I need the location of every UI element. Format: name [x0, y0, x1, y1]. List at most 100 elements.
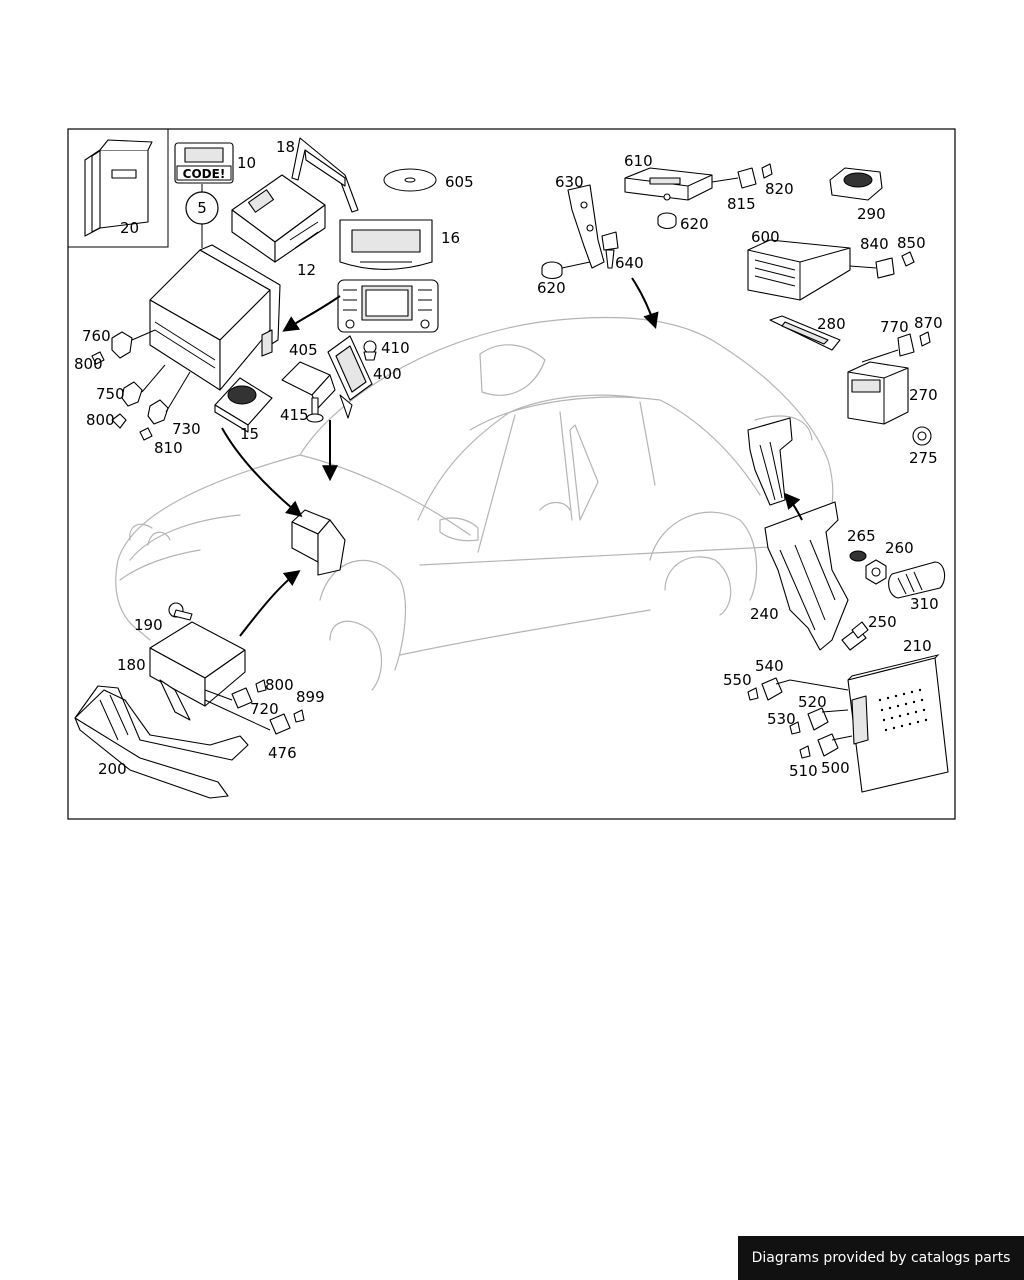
bracket-630	[567, 184, 605, 269]
drive-15	[214, 377, 273, 433]
connectors-left	[91, 329, 191, 441]
label-290: 290	[857, 205, 886, 223]
circle-marker-number: 5	[197, 199, 207, 217]
arrows	[221, 277, 803, 637]
control-unit-210	[847, 654, 949, 793]
label-540: 540	[755, 657, 784, 675]
label-400: 400	[373, 365, 402, 383]
label-750: 750	[96, 385, 125, 403]
screw-250	[841, 621, 869, 651]
radio-code-card: CODE!	[174, 142, 234, 184]
label-260: 260	[885, 539, 914, 557]
label-600: 600	[751, 228, 780, 246]
label-720: 720	[250, 700, 279, 718]
footer-credit: Diagrams provided by catalogs parts	[738, 1236, 1024, 1280]
cd-changer-600	[747, 239, 851, 301]
control-panel	[337, 279, 439, 333]
label-280: 280	[817, 315, 846, 333]
bracket-405	[281, 361, 336, 409]
label-265: 265	[847, 527, 876, 545]
diagram-frame	[67, 128, 956, 820]
label-476: 476	[268, 744, 297, 762]
label-800-c: 800	[265, 676, 294, 694]
label-520: 520	[798, 693, 827, 711]
nut-260	[865, 559, 887, 585]
label-10: 10	[237, 154, 256, 172]
screw-190	[168, 602, 193, 621]
label-12: 12	[297, 261, 316, 279]
label-530: 530	[767, 710, 796, 728]
module-270	[847, 361, 909, 425]
remote-280	[769, 315, 841, 351]
label-820: 820	[765, 180, 794, 198]
label-899: 899	[296, 688, 325, 706]
disc-605	[383, 168, 437, 192]
label-180: 180	[117, 656, 146, 674]
connectors-815-820	[711, 163, 773, 189]
label-850: 850	[897, 234, 926, 252]
label-840: 840	[860, 235, 889, 253]
label-800-b: 800	[86, 411, 115, 429]
nut-275	[912, 426, 932, 446]
trim-bezel-18	[291, 137, 359, 213]
label-250: 250	[868, 613, 897, 631]
label-405: 405	[289, 341, 318, 359]
label-800-a: 800	[74, 355, 103, 373]
label-500: 500	[821, 759, 850, 777]
head-unit-12	[231, 174, 326, 263]
label-730: 730	[172, 420, 201, 438]
module-400	[327, 335, 373, 419]
connectors-840-850	[849, 251, 915, 279]
connectors-720-476	[204, 679, 305, 735]
label-550: 550	[723, 671, 752, 689]
unit-180	[149, 621, 246, 721]
label-310: 310	[910, 595, 939, 613]
label-510: 510	[789, 762, 818, 780]
label-210: 210	[903, 637, 932, 655]
nut-620-left	[541, 261, 591, 280]
display-panel-16	[339, 219, 433, 271]
label-16: 16	[441, 229, 460, 247]
inset-box	[68, 129, 169, 248]
footer-credit-text: Diagrams provided by catalogs parts	[751, 1250, 1011, 1266]
label-200: 200	[98, 760, 127, 778]
label-240: 240	[750, 605, 779, 623]
speaker-290	[829, 167, 883, 201]
label-870: 870	[914, 314, 943, 332]
bolt-415	[306, 397, 324, 423]
holder-bracket-front	[291, 509, 346, 576]
label-640: 640	[615, 254, 644, 272]
nav-unit-assembly	[149, 244, 281, 391]
screw-410	[363, 340, 377, 361]
label-415: 415	[280, 406, 309, 424]
label-620-b: 620	[537, 279, 566, 297]
car-outline	[115, 316, 834, 691]
label-20: 20	[120, 219, 139, 237]
label-270: 270	[909, 386, 938, 404]
label-810: 810	[154, 439, 183, 457]
connectors-510-550	[747, 677, 853, 759]
bracket-rear-upper	[747, 417, 793, 506]
label-770: 770	[880, 318, 909, 336]
label-605: 605	[445, 173, 474, 191]
antenna-310	[888, 561, 946, 599]
module-610	[624, 167, 713, 201]
nut-265	[849, 550, 867, 562]
label-275: 275	[909, 449, 938, 467]
connectors-770-870	[861, 331, 931, 363]
label-18: 18	[276, 138, 295, 156]
screw-640	[601, 231, 619, 269]
tray-200	[74, 685, 249, 799]
code-label: CODE!	[183, 167, 226, 181]
label-610: 610	[624, 152, 653, 170]
label-760: 760	[82, 327, 111, 345]
label-815: 815	[727, 195, 756, 213]
bracket-240	[764, 501, 849, 651]
manual-booklet	[84, 139, 153, 237]
label-620-a: 620	[680, 215, 709, 233]
label-410: 410	[381, 339, 410, 357]
label-190: 190	[134, 616, 163, 634]
label-15: 15	[240, 425, 259, 443]
part-number-labels: 20 10 18 12 605 16 760 800 750 800 730 8…	[74, 138, 943, 780]
label-630: 630	[555, 173, 584, 191]
